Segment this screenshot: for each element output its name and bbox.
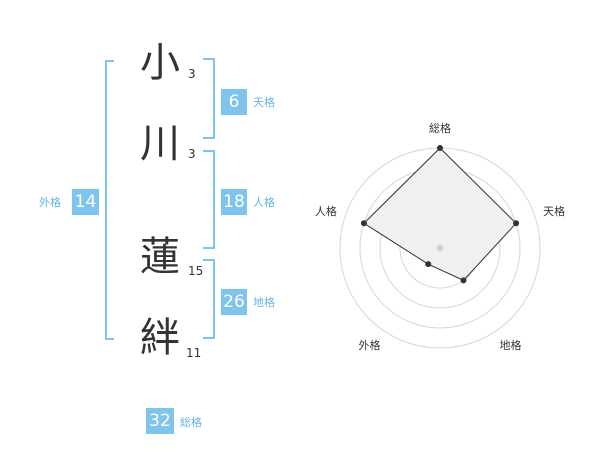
tenkaku-value: 6 — [221, 89, 247, 115]
jinkaku-label: 人格 — [253, 196, 275, 209]
gaikaku-value: 14 — [72, 189, 99, 215]
soukaku-label: 総格 — [180, 416, 202, 429]
stroke-count-1: 3 — [188, 67, 196, 81]
name-char-1: 小 — [140, 40, 180, 86]
gaikaku-bracket — [105, 60, 114, 340]
radar-point — [460, 277, 467, 284]
gaikaku-label: 外格 — [39, 196, 61, 209]
chikaku-bracket — [203, 259, 215, 339]
radar-point — [360, 220, 367, 227]
stroke-count-3: 15 — [188, 264, 204, 278]
tenkaku-bracket — [203, 58, 215, 139]
radar-axis-label: 天格 — [543, 204, 565, 218]
name-char-4: 絆 — [140, 315, 180, 361]
stroke-count-4: 11 — [186, 346, 202, 360]
jinkaku-value: 18 — [221, 189, 247, 215]
radar-point — [425, 261, 432, 268]
radar-axis-label: 総格 — [429, 121, 451, 135]
radar-point — [437, 145, 443, 151]
jinkaku-bracket — [203, 150, 215, 249]
chikaku-label: 地格 — [253, 296, 275, 309]
tenkaku-label: 天格 — [253, 96, 275, 109]
radar-axis-label: 外格 — [358, 338, 380, 352]
stroke-count-2: 3 — [188, 147, 196, 161]
radar-area — [363, 147, 517, 281]
soukaku-value: 32 — [146, 408, 174, 434]
name-char-2: 川 — [140, 121, 180, 167]
radar-axis-label: 人格 — [315, 204, 337, 218]
chikaku-value: 26 — [221, 289, 247, 315]
radar-point — [513, 220, 520, 227]
radar-center-dot — [437, 245, 443, 251]
name-char-3: 蓮 — [140, 234, 180, 280]
radar-axis-label: 地格 — [500, 338, 522, 352]
